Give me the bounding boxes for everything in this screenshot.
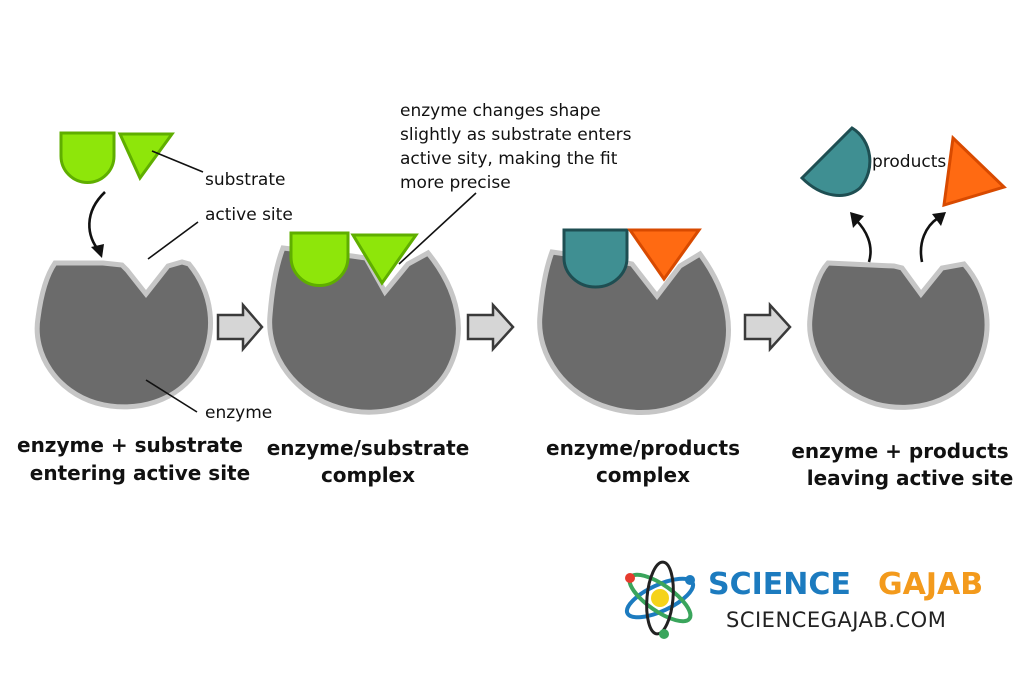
- bound-substrate-semicircle: [289, 231, 350, 287]
- atom-icon: [624, 560, 696, 639]
- substrate-semicircle: [59, 131, 116, 184]
- enzyme-body-2: [267, 245, 461, 415]
- shape-change-leader: [398, 192, 477, 265]
- entering-arrow: [88, 191, 106, 253]
- caption-2-line1: enzyme/substrate: [267, 436, 470, 460]
- caption-3-line2: complex: [596, 463, 690, 487]
- substrate-leader: [151, 150, 204, 173]
- step-arrow-3: [743, 301, 792, 353]
- caption-4-line1: enzyme + products: [791, 439, 1008, 463]
- release-arrowhead-left: [850, 212, 864, 228]
- product-b-bound: [627, 228, 702, 282]
- enzyme-body-1: [34, 259, 213, 410]
- enzyme-leader: [145, 379, 198, 413]
- products-label: products: [872, 152, 946, 172]
- caption-3-line1: enzyme/products: [546, 436, 740, 460]
- substrate-triangle: [117, 132, 175, 181]
- brand-logo: SCIENCE GAJAB SCIENCEGAJAB.COM: [624, 560, 983, 639]
- caption-1-line2: entering active site: [30, 461, 250, 485]
- release-arrow-right: [919, 216, 939, 263]
- stage-1: substrate active site enzyme enzyme + su…: [17, 131, 293, 485]
- brand-word-science: SCIENCE: [708, 567, 851, 602]
- product-a-bound: [562, 228, 629, 289]
- stage-3: enzyme/products complex: [537, 228, 740, 487]
- enzyme-body-4: [807, 260, 990, 410]
- stage-4: products enzyme + products leaving activ…: [791, 126, 1014, 490]
- note-line-3: active sity, making the fit: [400, 149, 618, 169]
- caption-4-line2: leaving active site: [807, 466, 1014, 490]
- caption-2-line2: complex: [321, 463, 415, 487]
- entering-arrowhead: [91, 244, 104, 258]
- active-site-leader: [147, 221, 199, 260]
- active-site-label: active site: [205, 205, 293, 225]
- release-arrow-left: [855, 219, 872, 263]
- brand-url: SCIENCEGAJAB.COM: [726, 608, 946, 632]
- note-line-1: enzyme changes shape: [400, 101, 601, 121]
- note-line-2: slightly as substrate enters: [400, 125, 632, 145]
- product-a-released: [799, 126, 872, 197]
- substrate-label: substrate: [205, 170, 285, 190]
- step-arrow-2: [466, 301, 515, 353]
- release-arrowhead-right: [932, 212, 946, 226]
- enzyme-body-3: [537, 249, 731, 415]
- caption-1-line1: enzyme + substrate: [17, 433, 243, 457]
- product-b-released: [942, 134, 1007, 208]
- bound-substrate-triangle: [350, 233, 419, 286]
- note-line-4: more precise: [400, 173, 511, 193]
- step-arrow-1: [216, 301, 264, 353]
- shape-change-note: enzyme changes shape slightly as substra…: [400, 101, 632, 193]
- stage-2: enzyme/substrate complex: [267, 192, 477, 487]
- enzyme-label: enzyme: [205, 403, 272, 423]
- brand-word-gajab: GAJAB: [878, 567, 983, 602]
